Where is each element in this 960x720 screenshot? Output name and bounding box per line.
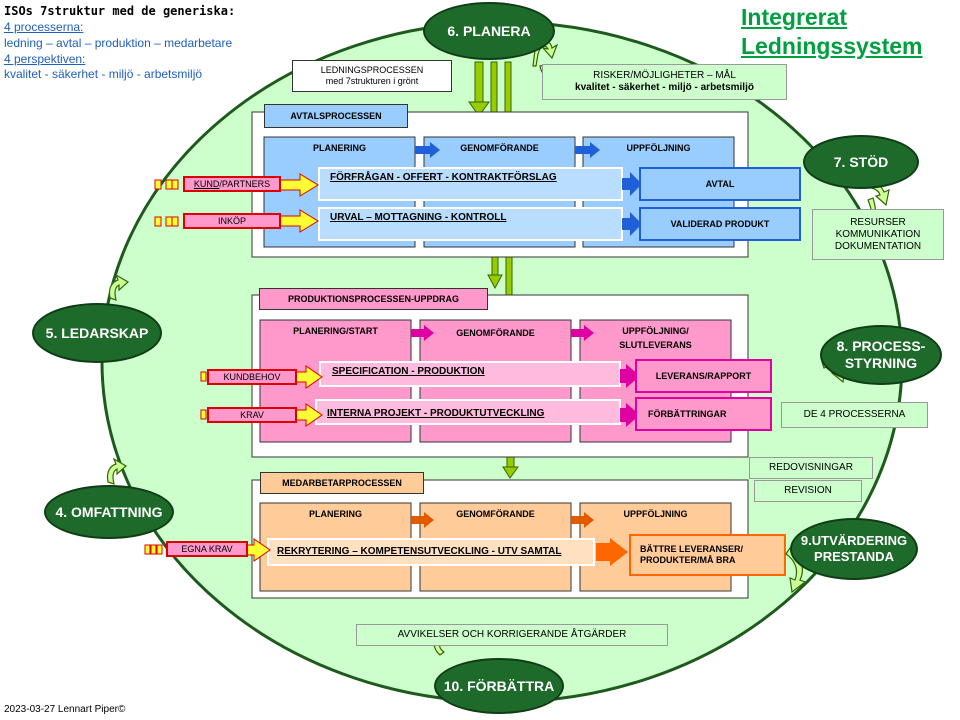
prod-col-planering: PLANERING/START — [293, 326, 378, 336]
prod-col-uppfoljning: UPPFÖLJNING/ SLUTLEVERANS — [619, 326, 692, 350]
iso-heading: ISOs 7struktur med de generiska: — [4, 4, 236, 18]
avvikelser-box: AVVIKELSER OCH KORRIGERANDE ÅTGÄRDER — [356, 624, 668, 646]
footer-credit: 2023-03-27 Lennart Piper© — [4, 704, 126, 715]
med-input-egna-krav: EGNA KRAV — [166, 541, 248, 557]
prod-out2: FÖRBÄTTRINGAR — [648, 408, 727, 419]
input-arrows — [144, 173, 323, 562]
revision-box: REVISION — [754, 480, 862, 502]
avtal-col-genomforande: GENOMFÖRANDE — [460, 143, 539, 153]
med-col-planering: PLANERING — [308, 509, 362, 519]
processes-list: ledning – avtal – produktion – medarbeta… — [4, 36, 233, 50]
avtal-input-inkop: INKÖP — [183, 213, 281, 229]
redovisningar-box: REDOVISNINGAR — [749, 457, 873, 479]
ledningsprocessen-box: LEDNINGSPROCESSEN med 7strukturen i grön… — [292, 60, 452, 92]
resurser-box: RESURSER KOMMUNIKATION DOKUMENTATION — [812, 209, 944, 260]
prod-row2: INTERNA PROJEKT - PRODUKTUTVECKLING — [327, 408, 545, 419]
prod-out1: LEVERANS/RAPPORT — [655, 370, 752, 381]
prod-input-krav: KRAV — [207, 407, 297, 423]
med-col-uppfoljning: UPPFÖLJNING — [623, 509, 688, 519]
prod-col-genomforande: GENOMFÖRANDE — [456, 328, 535, 338]
node-ledarskap: 5. LEDARSKAP — [32, 303, 162, 363]
avtal-input-kund: KUND/PARTNERS — [183, 176, 281, 192]
avtal-row1: FÖRFRÅGAN - OFFERT - KONTRAKTFÖRSLAG — [330, 172, 557, 183]
produktion-label: PRODUKTIONSPROCESSEN-UPPDRAG — [259, 288, 488, 310]
prod-row1: SPECIFICATION - PRODUKTION — [332, 366, 485, 377]
title-line1: Integrerat — [741, 4, 848, 30]
node-omfattning: 4. OMFATTNING — [44, 485, 174, 539]
processes-title: 4 processerna: — [4, 20, 84, 34]
node-planera: 6. PLANERA — [423, 2, 555, 60]
avtal-col-uppfoljning: UPPFÖLJNING — [626, 143, 691, 153]
kund-text: KUND — [193, 178, 220, 189]
avtal-label: AVTALSPROCESSEN — [264, 104, 408, 128]
node-stod: 7. STÖD — [803, 135, 919, 189]
med-col-genomforande: GENOMFÖRANDE — [456, 509, 535, 519]
partners-text: /PARTNERS — [219, 178, 271, 189]
node-processtyrning: 8. PROCESS- STYRNING — [820, 325, 942, 385]
perspectives-list: kvalitet - säkerhet - miljö - arbetsmilj… — [4, 67, 203, 81]
avtal-out1: AVTAL — [705, 178, 735, 189]
node-utvardering: 9.UTVÄRDERING PRESTANDA — [790, 518, 918, 580]
risker-line2: kvalitet - säkerhet - miljö - arbetsmilj… — [575, 82, 754, 93]
risker-box: RISKER/MÖJLIGHETER – MÅL kvalitet - säke… — [542, 64, 787, 100]
perspectives-title: 4 perspektiven: — [4, 52, 86, 66]
avtal-row2: URVAL – MOTTAGNING - KONTROLL — [330, 212, 507, 223]
med-row1: REKRYTERING – KOMPETENSUTVECKLING - UTV … — [277, 546, 562, 557]
risker-line1: RISKER/MÖJLIGHETER – MÅL — [593, 70, 736, 81]
medarbetar-label: MEDARBETARPROCESSEN — [260, 472, 424, 494]
prod-input-kundbehov: KUNDBEHOV — [207, 369, 297, 385]
node-forbattra: 10. FÖRBÄTTRA — [434, 658, 564, 714]
med-out1: BÄTTRE LEVERANSER/ PRODUKTER/MÅ BRA — [640, 544, 744, 565]
avtal-col-planering: PLANERING — [312, 143, 366, 153]
title-line2: Ledningssystem — [741, 33, 923, 59]
avtal-out2: VALIDERAD PRODUKT — [670, 218, 770, 229]
de4-box: DE 4 PROCESSERNA — [781, 402, 928, 428]
